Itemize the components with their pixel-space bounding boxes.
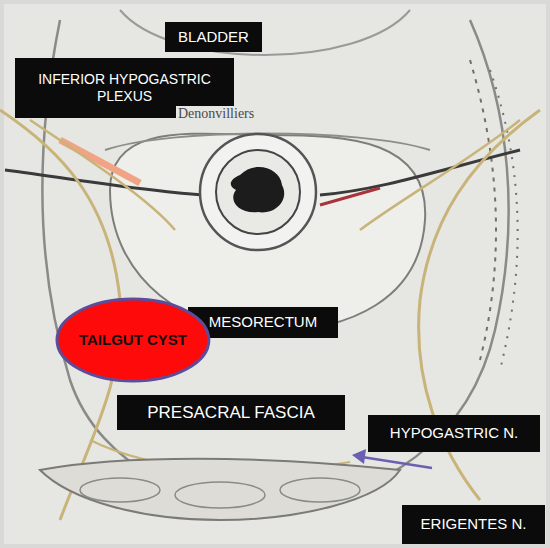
rectum-wall	[200, 134, 316, 250]
rectum-lumen	[216, 150, 300, 234]
node-text: TAILGUT CYST	[79, 331, 187, 350]
sacral-segment	[80, 478, 160, 502]
dotted-wall	[490, 70, 518, 370]
label-box: HYPOGASTRIC N.	[368, 415, 540, 452]
vessel-line	[5, 170, 205, 195]
paper-ground	[4, 4, 546, 544]
label-box: PRESACRAL FASCIA	[117, 395, 345, 430]
node-text: ERIGENTES N.	[421, 515, 527, 534]
node-text: PRESACRAL FASCIA	[147, 402, 315, 423]
highlight-segment	[60, 140, 140, 183]
fascia-label: Denonvilliers	[176, 106, 256, 122]
lumen-content	[231, 167, 284, 212]
node-text: MESORECTUM	[209, 313, 317, 332]
node-text: BLADDER	[178, 28, 249, 47]
pointer-arrow	[362, 457, 432, 468]
sacral-segment	[280, 478, 360, 502]
nerve-line	[30, 120, 175, 230]
pointer-arrowhead	[352, 449, 366, 464]
dotted-wall	[470, 60, 496, 360]
cyst-fill	[57, 299, 209, 381]
bladder-outline	[120, 10, 410, 55]
label-box: ERIGENTES N.	[402, 505, 545, 544]
sacrum-outline	[40, 459, 400, 520]
node-text: INFERIOR HYPOGASTRIC PLEXUS	[22, 71, 227, 106]
vessel-line	[320, 188, 380, 205]
label-box: BLADDER	[165, 22, 262, 52]
nerve-line	[360, 120, 520, 230]
cyst-ellipse: TAILGUT CYST	[55, 297, 211, 383]
sacral-segment	[175, 482, 265, 508]
node-text: HYPOGASTRIC N.	[390, 424, 518, 443]
label-box: MESORECTUM	[188, 307, 338, 338]
